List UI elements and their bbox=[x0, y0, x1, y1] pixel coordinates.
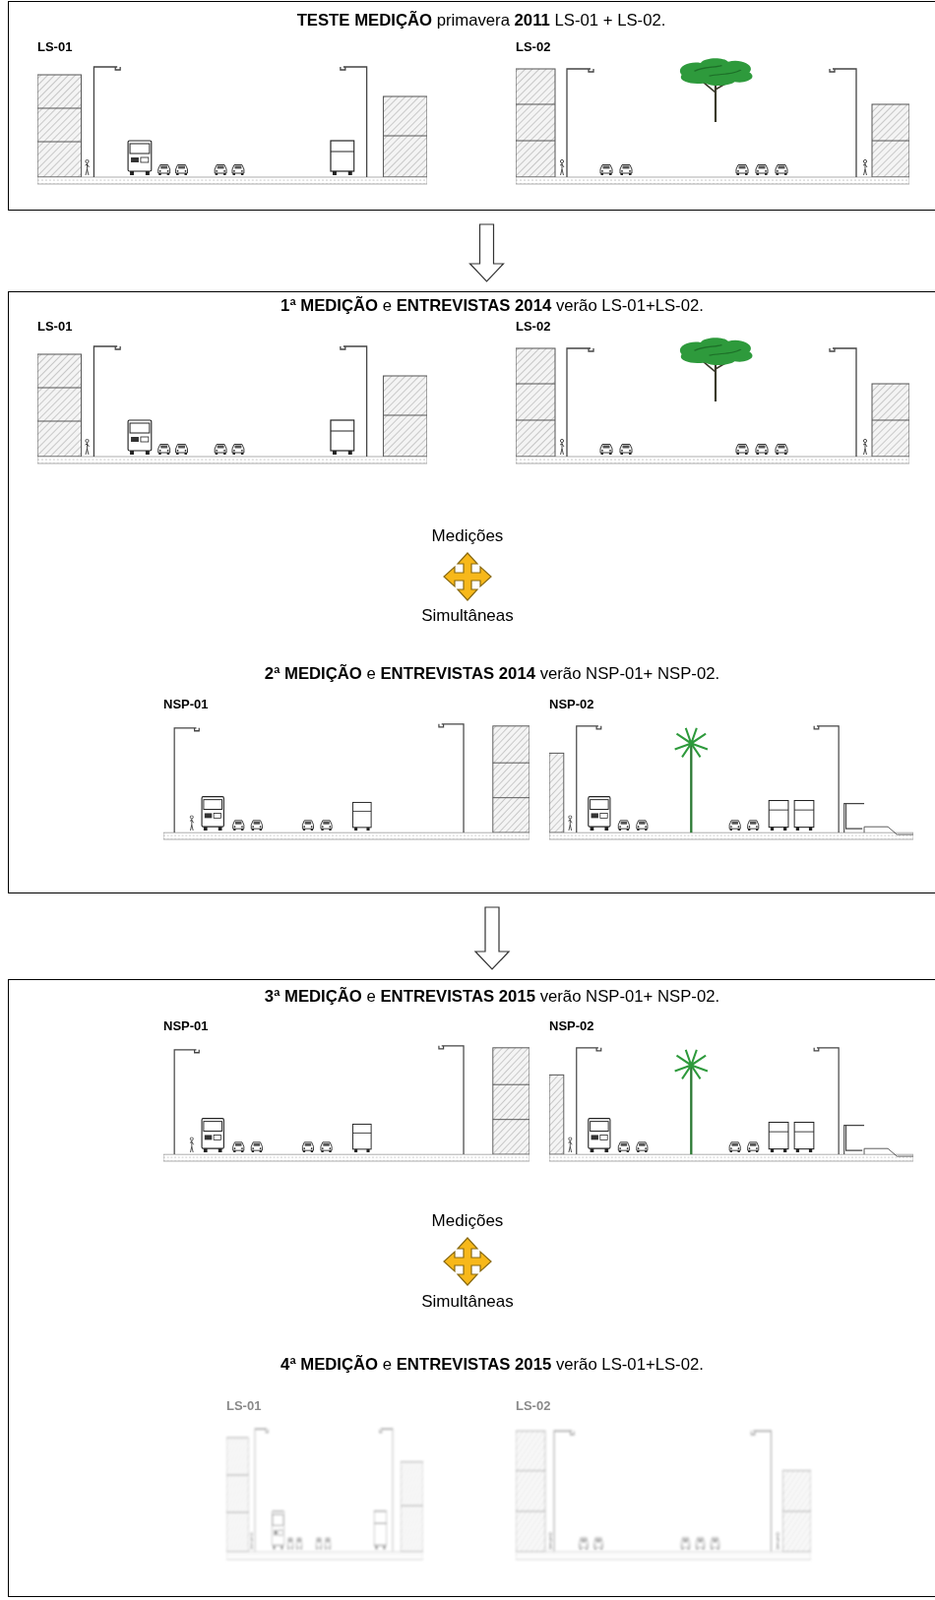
stage-title: 4ª MEDIÇÃO e ENTREVISTAS 2015 verão LS-0… bbox=[8, 1355, 935, 1375]
section-label: NSP-01 bbox=[163, 696, 209, 712]
stage-box: 3ª MEDIÇÃO e ENTREVISTAS 2015 verão NSP-… bbox=[7, 979, 935, 1598]
section-label: NSP-01 bbox=[163, 1018, 209, 1034]
stage-title: 1ª MEDIÇÃO e ENTREVISTAS 2014 verão LS-0… bbox=[8, 296, 935, 316]
section-label: LS-02 bbox=[515, 39, 551, 55]
note-label: Simultâneas bbox=[421, 606, 514, 626]
flow-arrow bbox=[470, 224, 504, 282]
stage-box: 1ª MEDIÇÃO e ENTREVISTAS 2014 verão LS-0… bbox=[7, 291, 935, 894]
stage-title: 2ª MEDIÇÃO e ENTREVISTAS 2014 verão NSP-… bbox=[8, 664, 935, 685]
section-label: LS-01 bbox=[226, 1398, 261, 1414]
flow-arrow bbox=[475, 907, 509, 970]
section-label: LS-02 bbox=[515, 318, 551, 334]
stage-title: 3ª MEDIÇÃO e ENTREVISTAS 2015 verão NSP-… bbox=[8, 987, 935, 1007]
stage-box: TESTE MEDIÇÃO primavera 2011 LS-01 + LS-… bbox=[7, 0, 935, 211]
section-label: LS-01 bbox=[37, 318, 72, 334]
section-label: LS-02 bbox=[515, 1398, 551, 1414]
section-label: LS-01 bbox=[37, 39, 72, 55]
section-label: NSP-02 bbox=[549, 1018, 595, 1034]
note-label: Medições bbox=[432, 1211, 504, 1232]
section-label: NSP-02 bbox=[549, 696, 595, 712]
note-label: Medições bbox=[432, 526, 504, 547]
stage-title: TESTE MEDIÇÃO primavera 2011 LS-01 + LS-… bbox=[8, 10, 935, 31]
note-label: Simultâneas bbox=[421, 1292, 514, 1312]
